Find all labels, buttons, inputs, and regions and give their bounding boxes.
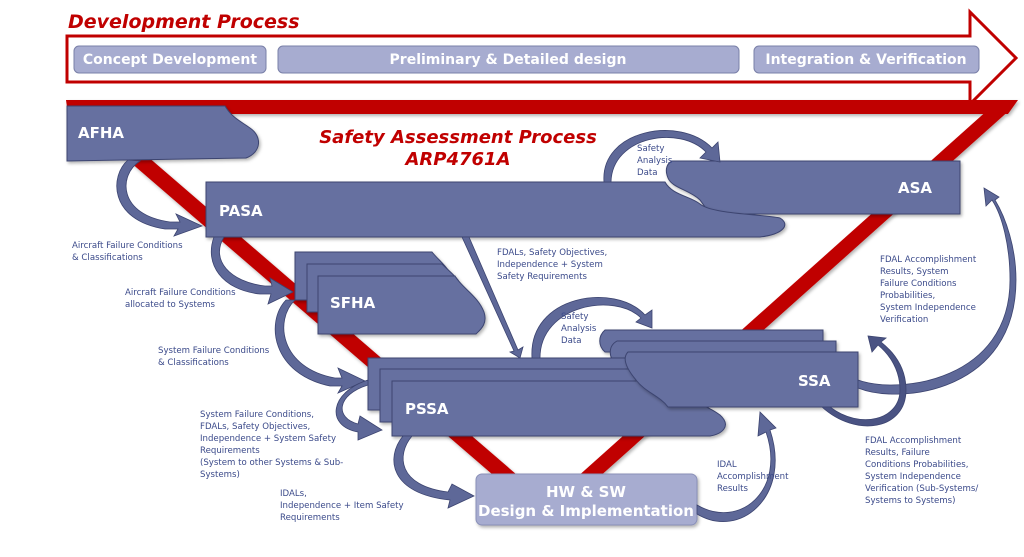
hw-sw-design-implementation-block: HW & SW Design & Implementation	[475, 473, 698, 526]
label-sfha-to-pssa: System Failure Conditions & Classificati…	[158, 346, 270, 368]
svg-text:IDALs,: IDALs,	[280, 489, 307, 499]
svg-text:& Classifications: & Classifications	[158, 358, 229, 368]
svg-text:Probabilities,: Probabilities,	[880, 291, 935, 301]
arrow-hw-to-ssa	[696, 411, 777, 522]
svg-text:System Failure Conditions: System Failure Conditions	[158, 346, 270, 356]
pssa-label: PSSA	[405, 400, 449, 418]
phase-label: Preliminary & Detailed design	[390, 52, 627, 68]
svg-text:Requirements: Requirements	[200, 446, 260, 456]
pasa-block: PASA	[205, 181, 786, 238]
svg-text:FDALs, Safety Objectives,: FDALs, Safety Objectives,	[497, 248, 607, 258]
label-pasa-to-pssa: FDALs, Safety Objectives, Independence +…	[497, 248, 607, 282]
phase-integration-verification: Integration & Verification	[753, 45, 980, 74]
svg-text:Aircraft Failure Conditions: Aircraft Failure Conditions	[125, 288, 236, 298]
ssa-label: SSA	[798, 372, 831, 390]
svg-text:Safety: Safety	[637, 144, 665, 154]
svg-text:Results, System: Results, System	[880, 267, 949, 277]
safety-assessment-title: Safety Assessment Process	[319, 127, 597, 148]
svg-text:Independence + System: Independence + System	[497, 260, 603, 270]
svg-text:Analysis: Analysis	[637, 156, 673, 166]
svg-text:Independence + Item Safety: Independence + Item Safety	[280, 501, 404, 511]
svg-text:Data: Data	[637, 168, 658, 178]
ssa-block: SSA	[624, 351, 859, 408]
svg-text:Requirements: Requirements	[280, 513, 340, 523]
svg-text:IDAL: IDAL	[717, 460, 737, 470]
svg-text:Results: Results	[717, 484, 749, 494]
svg-text:Conditions Probabilities,: Conditions Probabilities,	[865, 460, 968, 470]
arrow-pssa-to-ssa	[531, 297, 653, 359]
svg-text:Analysis: Analysis	[561, 324, 597, 334]
sfha-label: SFHA	[330, 294, 376, 312]
pasa-label: PASA	[219, 202, 263, 220]
label-ssa-to-ssa: FDAL Accomplishment Results, Failure Con…	[865, 436, 978, 506]
svg-text:Systems to Systems): Systems to Systems)	[865, 496, 956, 506]
svg-text:Safety Requirements: Safety Requirements	[497, 272, 587, 282]
arrow-pssa-to-pssa	[335, 379, 383, 441]
svg-text:Systems): Systems)	[200, 470, 240, 480]
svg-text:System Independence: System Independence	[865, 472, 961, 482]
svg-text:FDAL Accomplishment: FDAL Accomplishment	[880, 255, 977, 265]
arrow-ssa-to-ssa	[820, 335, 907, 427]
label-pssa-to-ssa: Safety Analysis Data	[561, 312, 597, 346]
arrow-pasa-to-pssa	[461, 236, 524, 359]
svg-text:(System to other Systems & Sub: (System to other Systems & Sub-	[200, 458, 343, 468]
label-pssa-to-hw: IDALs, Independence + Item Safety Requir…	[280, 489, 404, 523]
sfha-block-stack: SFHA	[294, 251, 486, 335]
svg-text:& Classifications: & Classifications	[72, 253, 143, 263]
arrow-afha-to-pasa	[116, 159, 204, 237]
pssa-block-stack: PSSA	[367, 357, 726, 437]
hw-sw-label-line1: HW & SW	[546, 483, 626, 501]
svg-text:Accomplishment: Accomplishment	[717, 472, 789, 482]
label-afha-to-pasa: Aircraft Failure Conditions & Classifica…	[72, 241, 183, 263]
phase-label: Integration & Verification	[765, 52, 966, 68]
svg-text:System Failure Conditions,: System Failure Conditions,	[200, 410, 314, 420]
label-pasa-to-asa: Safety Analysis Data	[637, 144, 673, 178]
arrow-pasa-to-sfha	[210, 236, 294, 305]
label-pssa-to-pssa: System Failure Conditions, FDALs, Safety…	[200, 410, 343, 480]
arrow-pssa-to-hw	[393, 435, 475, 509]
phase-label: Concept Development	[83, 52, 257, 68]
label-ssa-to-asa: FDAL Accomplishment Results, System Fail…	[880, 255, 977, 325]
svg-text:Safety: Safety	[561, 312, 589, 322]
svg-text:Independence + System Safety: Independence + System Safety	[200, 434, 336, 444]
svg-text:Verification (Sub-Systems/: Verification (Sub-Systems/	[865, 484, 978, 494]
svg-text:FDAL Accomplishment: FDAL Accomplishment	[865, 436, 962, 446]
svg-text:allocated to Systems: allocated to Systems	[125, 300, 216, 310]
svg-text:Data: Data	[561, 336, 582, 346]
phase-preliminary-detailed-design: Preliminary & Detailed design	[277, 45, 740, 74]
svg-text:System Independence: System Independence	[880, 303, 976, 313]
svg-text:Aircraft Failure Conditions: Aircraft Failure Conditions	[72, 241, 183, 251]
asa-label: ASA	[898, 179, 932, 197]
asa-block	[665, 160, 961, 215]
development-process-arrow	[65, 8, 1019, 108]
label-hw-to-ssa: IDAL Accomplishment Results	[717, 460, 789, 494]
label-pasa-to-sfha: Aircraft Failure Conditions allocated to…	[125, 288, 236, 310]
svg-text:Failure Conditions: Failure Conditions	[880, 279, 957, 289]
svg-text:Results, Failure: Results, Failure	[865, 448, 930, 458]
safety-assessment-subtitle: ARP4761A	[403, 149, 510, 170]
svg-text:FDALs, Safety Objectives,: FDALs, Safety Objectives,	[200, 422, 310, 432]
hw-sw-label-line2: Design & Implementation	[478, 502, 694, 520]
arrow-sfha-to-pssa	[274, 299, 366, 394]
afha-label: AFHA	[78, 124, 124, 142]
svg-text:Verification: Verification	[880, 315, 928, 325]
arrow-ssa-to-asa	[857, 187, 1017, 395]
phase-concept-development: Concept Development	[73, 45, 267, 74]
arrow-pasa-to-asa	[603, 130, 721, 183]
afha-block: AFHA	[66, 105, 259, 162]
development-process-title: Development Process	[68, 11, 300, 33]
